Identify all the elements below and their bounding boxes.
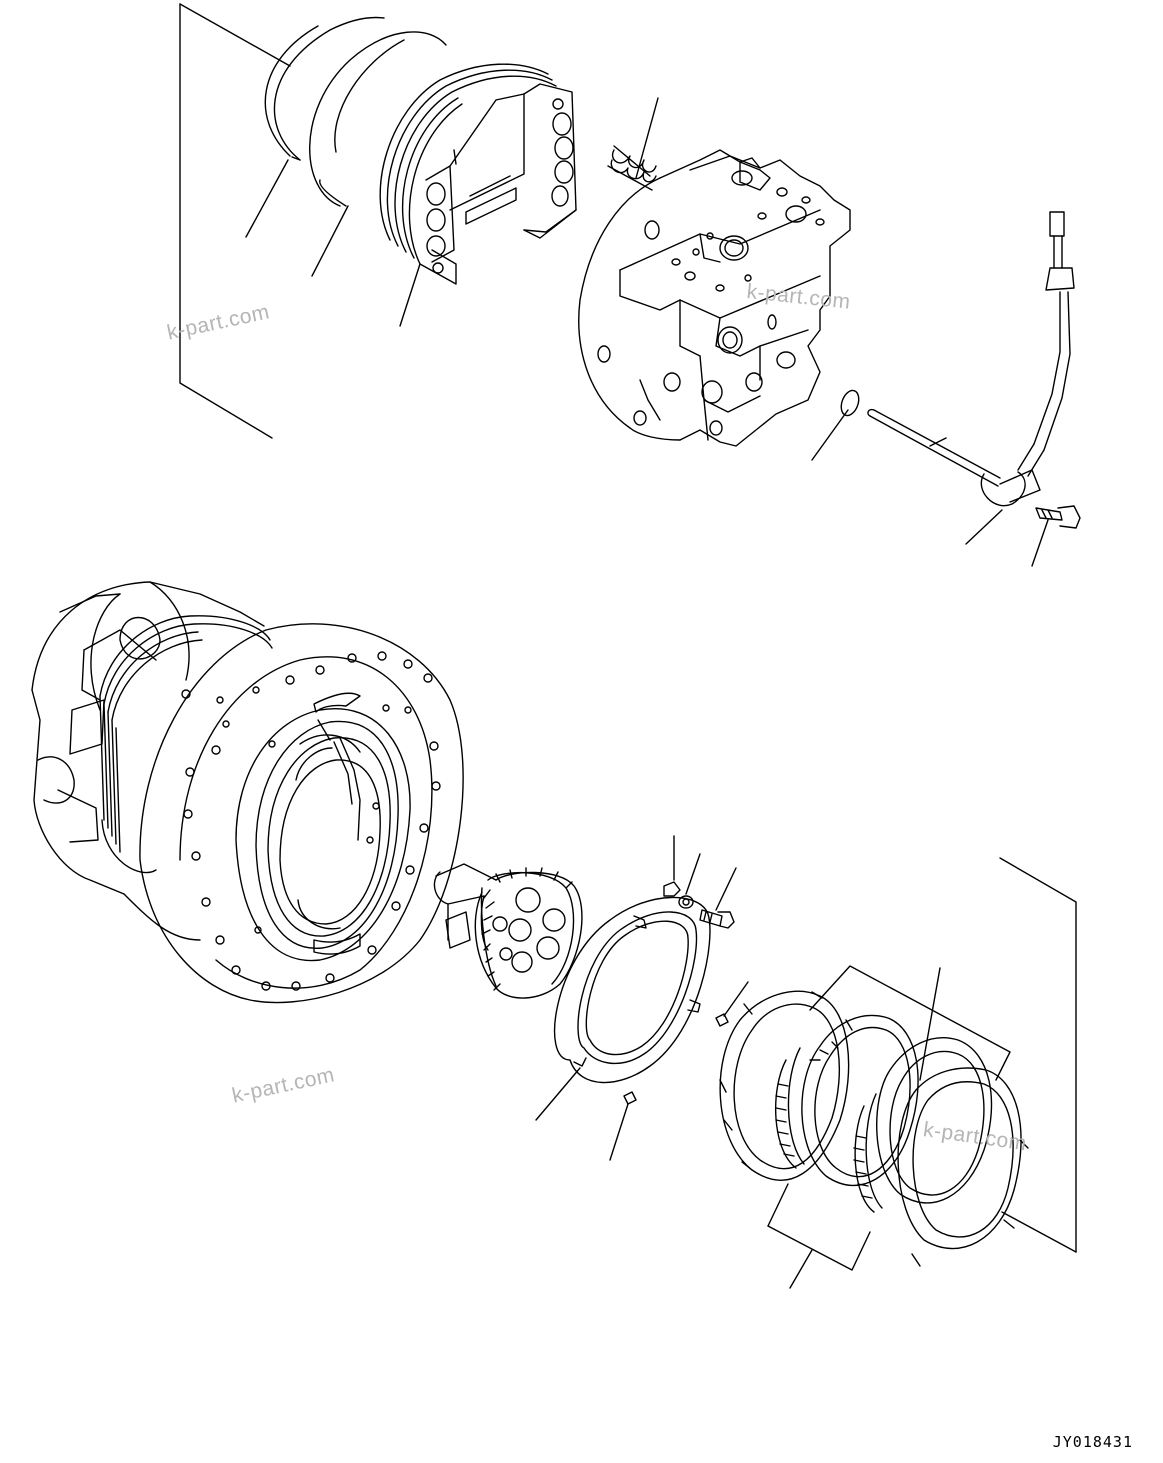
motor-housing — [578, 149, 851, 447]
brake-piston — [379, 63, 577, 285]
speed-sensor — [867, 211, 1075, 507]
friction-disc-pack — [719, 990, 1029, 1267]
bottom-leader-lines — [535, 835, 941, 1289]
bolt — [699, 909, 735, 929]
top-assembly-bracket — [179, 3, 291, 439]
bottom-assembly-bracket — [767, 857, 1077, 1271]
thrust-plate — [553, 896, 711, 1084]
small-nut — [663, 881, 681, 897]
planetary-carrier — [433, 863, 583, 999]
final-drive-hub — [31, 581, 464, 1004]
drawing-reference-code: JY018431 — [1052, 1433, 1133, 1451]
ring-seal — [309, 31, 447, 207]
snap-ring-outer — [264, 16, 385, 161]
pin — [715, 1013, 729, 1027]
dowel-pin — [623, 1091, 637, 1105]
o-ring — [840, 389, 860, 417]
sensor-bolt — [1035, 505, 1081, 529]
top-leader-lines — [245, 97, 1049, 567]
washer — [678, 895, 694, 909]
